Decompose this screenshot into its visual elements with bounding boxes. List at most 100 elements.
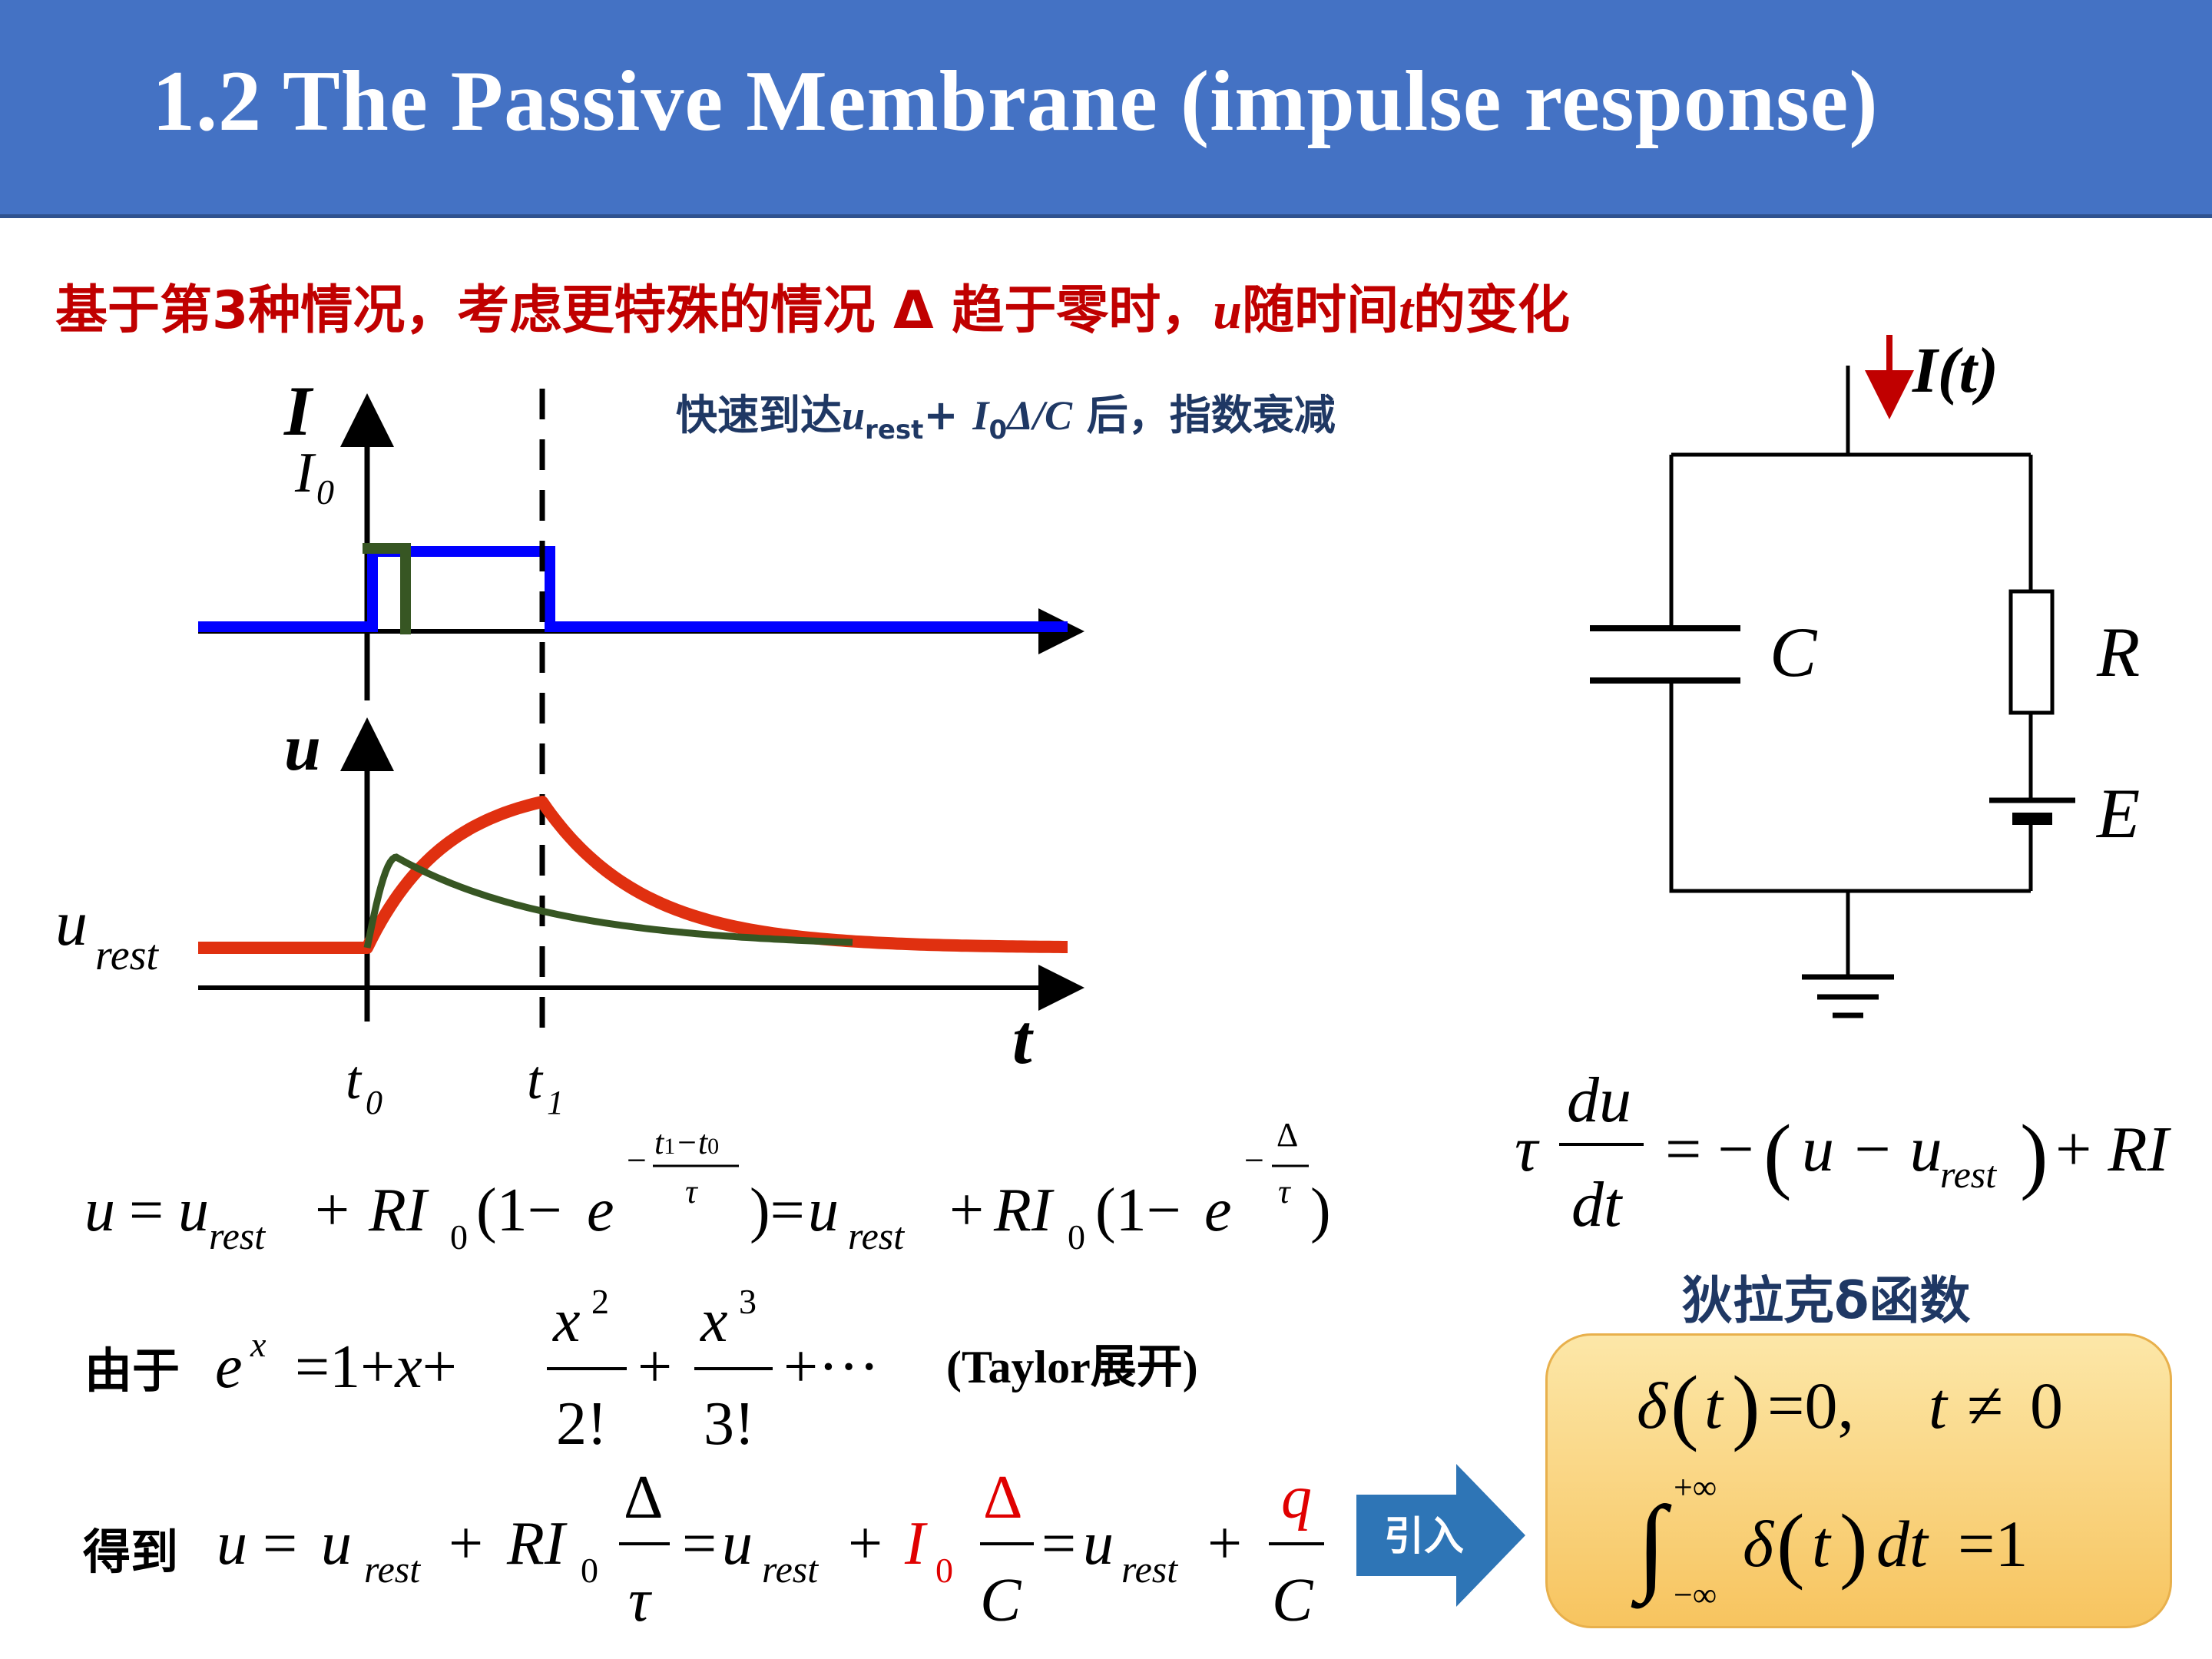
svg-text:): ) — [1310, 1177, 1331, 1244]
svg-text:≠: ≠ — [1967, 1369, 2003, 1442]
svg-text:=: = — [263, 1510, 297, 1578]
svg-text:C: C — [980, 1567, 1022, 1634]
note-part1: 快速到达 — [676, 391, 842, 439]
time-axis-label: t — [1012, 1000, 1034, 1078]
subtitle-part3: 的变化 — [1413, 280, 1571, 341]
svg-text:Δ: Δ — [983, 1464, 1022, 1532]
svg-text:3: 3 — [739, 1282, 757, 1321]
current-plot: I I 0 — [198, 372, 1084, 700]
solution-equation: u = u rest + RI 0 (1− e − t1−t0 τ )= u r… — [84, 1116, 1331, 1257]
current-amplitude-sub: 0 — [316, 472, 334, 512]
note-part2: 后，指数衰减 — [1072, 391, 1336, 439]
note-plus: + — [923, 391, 973, 439]
svg-text:u − u: u − u — [1802, 1114, 1942, 1185]
svg-text:): ) — [1732, 1359, 1760, 1452]
svg-text:−∞: −∞ — [1674, 1576, 1717, 1614]
dirac-formulas: δ ( t ) =0, t ≠ 0 ∫ +∞ −∞ δ ( t ) dt =1 — [1631, 1359, 2063, 1614]
svg-text:u: u — [84, 1177, 115, 1244]
note-rest: rest — [865, 414, 924, 445]
resistor-label: R — [2096, 613, 2140, 691]
svg-text:2: 2 — [591, 1282, 609, 1321]
svg-text:δ: δ — [1637, 1369, 1669, 1442]
note-zero: 0 — [988, 414, 1008, 445]
svg-text:+: + — [449, 1510, 483, 1578]
svg-text:): ) — [1839, 1497, 1868, 1591]
svg-text:+: + — [848, 1510, 882, 1578]
result-equation: 得到 u = u rest + RI 0 Δ τ = u rest + I 0 … — [83, 1464, 1324, 1634]
current-amplitude-label: I — [294, 442, 316, 505]
page-title: 1.2 The Passive Membrane (impulse respon… — [152, 54, 1879, 149]
svg-text:+: + — [315, 1177, 349, 1244]
svg-text:t: t — [1812, 1507, 1832, 1581]
svg-text:rest: rest — [209, 1214, 266, 1257]
svg-text:−: − — [627, 1141, 647, 1180]
svg-text:τ: τ — [685, 1173, 699, 1210]
svg-text:e: e — [1204, 1177, 1232, 1244]
svg-text:u: u — [321, 1510, 352, 1578]
svg-text:∫: ∫ — [1631, 1485, 1672, 1609]
svg-text:τ: τ — [1515, 1114, 1540, 1185]
svg-text:RI: RI — [368, 1177, 429, 1244]
dirac-box: δ ( t ) =0, t ≠ 0 ∫ +∞ −∞ δ ( t ) dt =1 — [1545, 1333, 2172, 1628]
svg-text:= −: = − — [1665, 1114, 1754, 1185]
voltage-axis-label: u — [284, 710, 321, 784]
svg-text:=1+x+: =1+x+ — [295, 1333, 457, 1401]
svg-text:+ RI: + RI — [2055, 1114, 2172, 1185]
svg-text:q: q — [1281, 1464, 1312, 1532]
svg-text:dt: dt — [1571, 1169, 1624, 1240]
rest-label: u — [55, 888, 88, 959]
svg-text:+: + — [949, 1177, 984, 1244]
arrow-label: 引入 — [1384, 1514, 1464, 1560]
result-prefix: 得到 — [83, 1524, 178, 1580]
rc-circuit — [1590, 366, 2075, 1018]
current-axis-label: I — [283, 372, 314, 450]
svg-text:I: I — [904, 1510, 928, 1578]
current-source-label: I(t) — [1912, 335, 1998, 406]
bottom-left-wire — [1669, 680, 2031, 893]
svg-text:(1−: (1− — [476, 1177, 562, 1244]
t1-sub: 1 — [547, 1084, 564, 1121]
svg-text:(: ( — [1763, 1108, 1792, 1201]
svg-text:Δ: Δ — [624, 1464, 663, 1532]
taylor-suffix: (Taylor展开) — [946, 1342, 1198, 1392]
svg-text:RI: RI — [993, 1177, 1055, 1244]
svg-text:0: 0 — [1068, 1217, 1085, 1257]
svg-text:0: 0 — [2030, 1369, 2063, 1442]
svg-text:=: = — [1041, 1510, 1076, 1578]
svg-text:=: = — [129, 1177, 164, 1244]
svg-text:=1: =1 — [1958, 1507, 2028, 1581]
svg-text:): ) — [2020, 1108, 2048, 1201]
decay-note: 快速到达urest+ I0Δ/C 后，指数衰减 — [676, 381, 1336, 445]
svg-text:+: + — [637, 1333, 672, 1401]
subtitle: 基于第3种情况，考虑更特殊的情况 Δ 趋于零时，u随时间t的变化 — [55, 267, 1570, 343]
svg-text:dt: dt — [1876, 1507, 1929, 1581]
svg-text:x: x — [250, 1325, 267, 1364]
svg-text:rest: rest — [1940, 1153, 1997, 1196]
introduce-arrow: 引入 — [1356, 1464, 1525, 1607]
narrow-pulse-line — [363, 543, 411, 634]
svg-text:t: t — [1704, 1369, 1724, 1442]
svg-text:rest: rest — [364, 1548, 421, 1591]
svg-text:u: u — [808, 1177, 839, 1244]
svg-text:=: = — [682, 1510, 717, 1578]
subtitle-part2: 随时间 — [1242, 280, 1399, 341]
svg-text:τ: τ — [628, 1567, 653, 1634]
svg-text:u: u — [217, 1510, 247, 1578]
svg-text:u: u — [178, 1177, 209, 1244]
svg-text:t: t — [1929, 1369, 1949, 1442]
membrane-ode: τ du dt = − ( u − u rest ) + RI — [1515, 1065, 2172, 1240]
svg-text:(: ( — [1671, 1359, 1699, 1452]
svg-text:(1−: (1− — [1095, 1177, 1181, 1244]
subtitle-t: t — [1399, 281, 1414, 339]
red-response-curve — [198, 796, 1069, 954]
dirac-title: 狄拉克δ函数 — [1682, 1271, 1971, 1330]
taylor-expansion: 由于 e x =1+x+ x 2 2! + x 3 3! +··· (Taylo… — [84, 1282, 1198, 1458]
svg-text:e: e — [215, 1333, 243, 1401]
svg-text:x: x — [552, 1287, 581, 1355]
svg-text:rest: rest — [848, 1214, 905, 1257]
title-bar: 1.2 The Passive Membrane (impulse respon… — [0, 0, 2212, 218]
resistor — [2008, 589, 2055, 715]
note-i: I — [972, 392, 989, 439]
svg-text:τ: τ — [1278, 1173, 1292, 1210]
svg-text:t1−t0: t1−t0 — [654, 1124, 719, 1161]
